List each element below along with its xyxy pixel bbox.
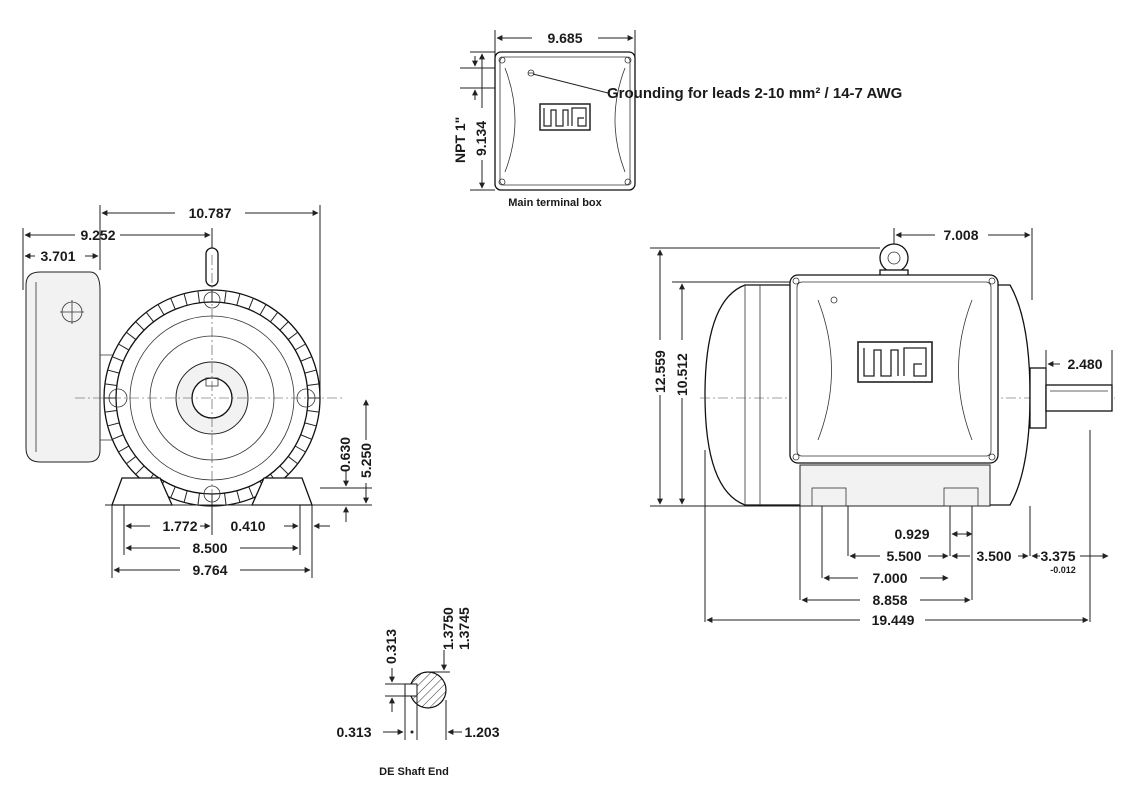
cooling-fin [236, 490, 241, 503]
dim-9764: 9.764 [192, 562, 227, 578]
cooling-fin [170, 486, 176, 498]
cooling-fin [300, 356, 312, 362]
cooling-fin [236, 293, 241, 306]
cooling-fin [270, 312, 279, 323]
dim-9252: 9.252 [80, 227, 115, 243]
dim-19449: 19.449 [872, 612, 915, 628]
cooling-fin [135, 465, 145, 475]
shaft-end-caption: DE Shaft End [379, 766, 449, 778]
dim-0630: 0.630 [337, 437, 353, 472]
cooling-fin [126, 456, 137, 465]
cooling-fin [104, 410, 117, 413]
cooling-fin [259, 304, 267, 316]
cooling-fin [197, 290, 200, 303]
terminal-box-height-dim: 9.134 [473, 121, 489, 156]
cooling-fin [107, 422, 120, 427]
dim-10787: 10.787 [189, 205, 232, 221]
shaft-end-view: 0.313 1.3750 1.3745 0.313 1.203 DE Shaft… [336, 607, 499, 778]
cooling-fin [197, 493, 200, 506]
cooling-fin [183, 490, 188, 503]
side-view: 7.008 12.559 10.512 [650, 227, 1115, 628]
shaft-key-height-dim: 0.313 [383, 629, 399, 664]
dim-1772: 1.772 [162, 518, 197, 534]
dim-0929: 0.929 [894, 526, 929, 542]
cooling-fin [307, 383, 320, 386]
cooling-fin [304, 422, 317, 427]
cooling-fin [112, 356, 124, 362]
cooling-fin [304, 369, 317, 374]
dim-3375-tolerance: -0.012 [1050, 565, 1076, 575]
cooling-fin [287, 456, 298, 465]
shaft-key-depth-dim: 1.203 [464, 724, 499, 740]
cooling-fin [126, 331, 137, 340]
dim-8500: 8.500 [192, 540, 227, 556]
cooling-fin [112, 434, 124, 440]
weg-logo-icon [539, 103, 591, 131]
cooling-fin [118, 445, 130, 453]
dim-10512: 10.512 [674, 353, 690, 396]
cooling-fin [107, 369, 120, 374]
cooling-fin [170, 298, 176, 310]
cooling-fin [183, 293, 188, 306]
cooling-fin [104, 383, 117, 386]
dim-5250: 5.250 [358, 443, 374, 478]
cooling-fin [224, 493, 227, 506]
dim-0410: 0.410 [230, 518, 265, 534]
dim-8858: 8.858 [872, 592, 907, 608]
cooling-fin [145, 312, 154, 323]
cooling-fin [248, 486, 254, 498]
grounding-note: Grounding for leads 2-10 mm² / 14-7 AWG [607, 85, 902, 102]
cooling-fin [287, 331, 298, 340]
dim-3701: 3.701 [40, 248, 75, 264]
dim-7000: 7.000 [872, 570, 907, 586]
dim-5500: 5.500 [886, 548, 921, 564]
conduit-cross-icon [60, 300, 84, 324]
cooling-fin [279, 465, 289, 475]
dim-3375: 3.375 [1040, 548, 1075, 564]
front-view: 10.787 9.252 3.701 [22, 205, 374, 578]
cooling-fin [135, 321, 145, 331]
cooling-fin [224, 290, 227, 303]
dim-12559: 12.559 [652, 350, 668, 393]
cooling-fin [157, 304, 165, 316]
ground-symbol-icon [527, 69, 535, 77]
shaft-key-width-dim: 0.313 [336, 724, 371, 740]
terminal-box-view: 9.685 Grounding for leads 2-10 mm² / 14-… [452, 30, 902, 209]
cooling-fin [294, 343, 306, 351]
cooling-fin [300, 434, 312, 440]
shaft-diameter-min: 1.3745 [456, 607, 472, 650]
npt-label: NPT 1" [452, 117, 468, 163]
dim-3500: 3.500 [976, 548, 1011, 564]
cooling-fin [294, 445, 306, 453]
cooling-fin [307, 410, 320, 413]
cooling-fin [248, 298, 254, 310]
dim-7008: 7.008 [943, 227, 978, 243]
dim-2480: 2.480 [1067, 356, 1102, 372]
cooling-fin [118, 343, 130, 351]
weg-logo-icon-side [857, 341, 933, 383]
shaft-diameter-max: 1.3750 [440, 607, 456, 650]
terminal-box-caption: Main terminal box [508, 197, 602, 209]
cooling-fin [279, 321, 289, 331]
terminal-box-width-dim: 9.685 [547, 30, 582, 46]
